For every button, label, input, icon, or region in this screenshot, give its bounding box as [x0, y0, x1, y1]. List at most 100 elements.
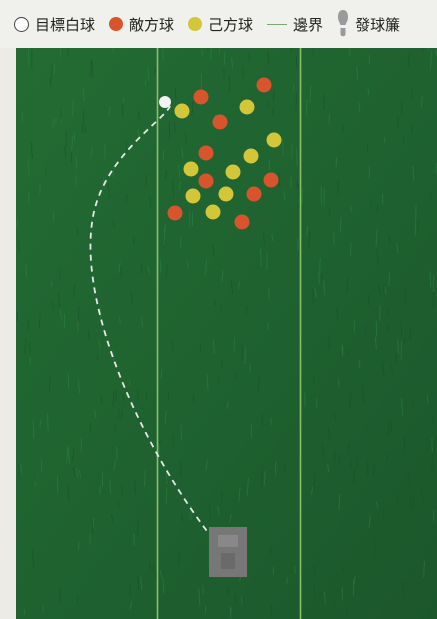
grass-blade	[83, 109, 84, 125]
grass-blade	[271, 418, 272, 425]
launch-mat-base	[209, 527, 247, 577]
legend-enemy-item: 敵方球	[109, 14, 174, 35]
grass-blade	[134, 236, 135, 245]
grass-blade	[313, 289, 314, 304]
grass-blade	[319, 273, 320, 284]
grass-blade	[338, 379, 339, 387]
grass-blade	[249, 52, 250, 62]
grass-blade	[371, 201, 372, 207]
own-ball	[219, 187, 234, 202]
own-ball	[240, 100, 255, 115]
own-ball	[175, 104, 190, 119]
grass-blade	[77, 229, 78, 236]
grass-blade	[322, 274, 323, 283]
grass-blade	[335, 451, 336, 462]
grass-blade	[368, 88, 369, 94]
grass-blade	[81, 437, 82, 451]
grass-blade	[39, 313, 40, 329]
grass-blade	[424, 561, 425, 577]
playing-field	[0, 48, 437, 619]
field-svg	[0, 48, 437, 619]
grass-blade	[284, 465, 285, 473]
grass-blade	[246, 306, 247, 314]
enemy-ball	[213, 115, 228, 130]
grass-blade	[175, 87, 176, 99]
grass-blade	[205, 605, 206, 613]
grass-blade	[389, 273, 390, 285]
grass-blade	[118, 500, 119, 508]
launch-mat-bottom-pad	[221, 553, 235, 569]
enemy-ball	[194, 90, 209, 105]
launch-mat	[209, 527, 247, 577]
enemy-ball	[168, 206, 183, 221]
grass-blade	[354, 468, 355, 484]
legend: 目標白球 敵方球 己方球 邊界 發球簾	[0, 0, 437, 48]
own-ball-icon	[188, 17, 202, 31]
grass-blade	[241, 597, 242, 604]
grass-blade	[269, 160, 270, 171]
grass-blade	[160, 260, 161, 273]
target-white-ball	[159, 96, 171, 108]
grass-blade	[314, 584, 315, 597]
grass-blade	[292, 143, 293, 158]
grass-blade	[29, 192, 30, 203]
grass-blade	[261, 249, 262, 266]
grass-blade	[391, 421, 392, 431]
grass-blade	[175, 123, 176, 133]
grass-blade	[297, 180, 298, 189]
enemy-ball	[247, 187, 262, 202]
boundary-line-icon	[267, 24, 287, 25]
grass-blade	[166, 487, 167, 504]
grass-blade	[33, 421, 34, 439]
grass-blade	[85, 125, 86, 133]
legend-boundary-label: 邊界	[293, 14, 323, 35]
grass-blade	[150, 563, 151, 571]
grass-blade	[433, 510, 434, 521]
grass-blade	[348, 349, 349, 356]
grass-blade	[270, 547, 271, 556]
grass-blade	[401, 322, 402, 337]
grass-blade	[76, 175, 77, 187]
grass-blade	[90, 534, 91, 544]
grass-blade	[43, 606, 44, 612]
grass-blade	[416, 205, 417, 222]
grass-blade	[314, 474, 315, 489]
own-ball	[244, 149, 259, 164]
grass-blade	[101, 395, 102, 403]
legend-mat-label: 發球簾	[355, 14, 400, 35]
grass-blade	[192, 101, 193, 114]
enemy-ball	[199, 146, 214, 161]
grass-blade	[402, 100, 403, 115]
grass-blade	[398, 338, 399, 354]
launch-mat-top-pad	[218, 535, 238, 547]
grass-blade	[121, 265, 122, 277]
grass-blade	[245, 347, 246, 364]
enemy-ball	[264, 173, 279, 188]
grass-blade	[432, 457, 433, 474]
grass-blade	[181, 425, 182, 440]
grass-blade	[48, 413, 49, 431]
grass-blade	[207, 48, 208, 51]
grass-blade	[305, 393, 306, 407]
grass-blade	[54, 64, 55, 75]
own-ball	[226, 165, 241, 180]
own-ball	[267, 133, 282, 148]
grass-blade	[313, 377, 314, 384]
enemy-ball	[199, 174, 214, 189]
own-ball	[184, 162, 199, 177]
grass-blade	[368, 294, 369, 305]
grass-blade	[68, 484, 69, 501]
legend-own-item: 己方球	[188, 14, 253, 35]
grass-blade	[93, 518, 94, 528]
grass-blade	[138, 520, 139, 536]
grass-blade	[28, 48, 29, 65]
grass-blade	[234, 337, 235, 352]
grass-blade	[53, 211, 54, 222]
grass-blade	[173, 435, 174, 446]
grass-blade	[267, 253, 268, 270]
grass-blade	[56, 118, 57, 124]
target-ball-icon	[14, 17, 29, 32]
shoe-icon	[337, 9, 349, 39]
legend-enemy-label: 敵方球	[129, 14, 174, 35]
legend-mat-item: 發球簾	[337, 9, 400, 39]
